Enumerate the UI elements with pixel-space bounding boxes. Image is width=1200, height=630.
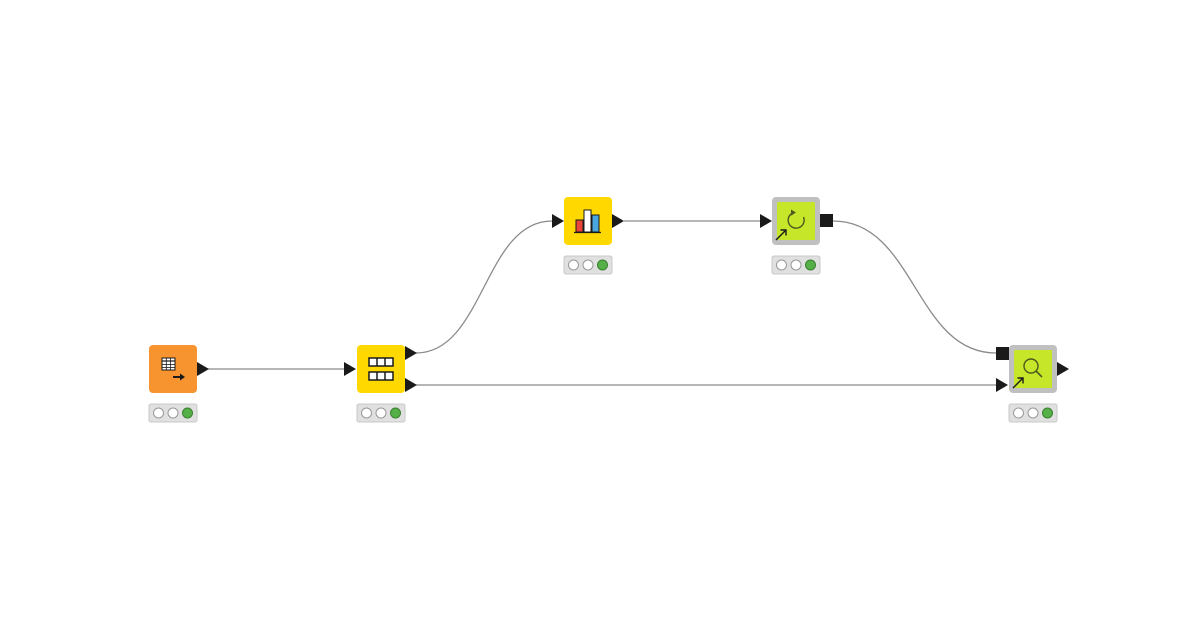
status-light bbox=[361, 407, 372, 419]
status-light bbox=[167, 407, 179, 419]
connection-n2-n3[interactable] bbox=[415, 220, 553, 354]
status-light bbox=[805, 259, 816, 271]
refresh-cycle-icon bbox=[787, 209, 805, 229]
model-input-port[interactable] bbox=[996, 347, 1009, 360]
output-port[interactable] bbox=[197, 362, 209, 376]
column-filter-icon bbox=[368, 357, 394, 381]
status-light bbox=[568, 259, 579, 271]
status-indicator bbox=[1008, 403, 1058, 423]
status-light bbox=[1013, 407, 1024, 419]
status-light bbox=[776, 259, 787, 271]
input-port[interactable] bbox=[996, 378, 1008, 392]
node-component-view[interactable] bbox=[996, 345, 1069, 423]
magnifier-icon bbox=[1023, 358, 1043, 378]
status-light bbox=[390, 407, 401, 419]
connections bbox=[208, 220, 997, 386]
status-indicator bbox=[356, 403, 406, 423]
output-port[interactable] bbox=[1057, 362, 1069, 376]
node-column-filter[interactable] bbox=[344, 345, 417, 423]
output-port[interactable] bbox=[405, 378, 417, 392]
status-indicator bbox=[148, 403, 198, 423]
model-output-port[interactable] bbox=[820, 214, 833, 227]
status-light bbox=[790, 259, 802, 271]
status-light bbox=[582, 259, 594, 271]
status-light bbox=[153, 407, 164, 419]
node-body[interactable] bbox=[357, 345, 405, 393]
bar-chart-icon bbox=[574, 209, 601, 234]
input-port[interactable] bbox=[344, 362, 356, 376]
component-link-arrow-icon bbox=[775, 229, 787, 241]
status-light bbox=[597, 259, 608, 271]
input-port[interactable] bbox=[760, 214, 772, 228]
output-port[interactable] bbox=[405, 346, 417, 360]
node-body[interactable] bbox=[1014, 350, 1052, 388]
node-bar-chart[interactable] bbox=[552, 197, 624, 275]
input-port[interactable] bbox=[552, 214, 564, 228]
status-light bbox=[182, 407, 193, 419]
status-indicator bbox=[563, 255, 613, 275]
component-link-arrow-icon bbox=[1012, 377, 1024, 389]
node-component-refresh[interactable] bbox=[760, 197, 833, 275]
status-light bbox=[1027, 407, 1039, 419]
table-reader-icon bbox=[161, 357, 185, 381]
status-light bbox=[1042, 407, 1053, 419]
node-body[interactable] bbox=[777, 202, 815, 240]
status-indicator bbox=[771, 255, 821, 275]
connection-n4-n5[interactable] bbox=[832, 220, 997, 354]
node-table-reader[interactable] bbox=[148, 345, 209, 423]
status-light bbox=[375, 407, 387, 419]
output-port[interactable] bbox=[612, 214, 624, 228]
